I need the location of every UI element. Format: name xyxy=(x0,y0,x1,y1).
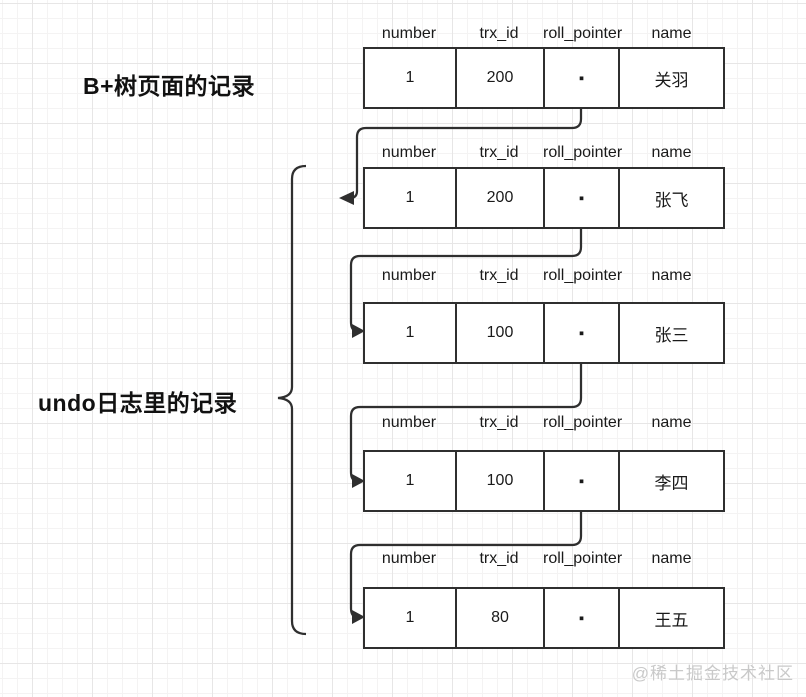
record-row-undo-4: 1 80 ▪ 王五 xyxy=(363,587,725,649)
roll-pointer-dot: ▪ xyxy=(543,452,618,510)
cell-name: 张飞 xyxy=(618,169,723,227)
header-roll-pointer: roll_pointer xyxy=(543,550,623,567)
cell-trx-id: 100 xyxy=(455,452,543,510)
column-headers: number trx_id roll_pointer name xyxy=(363,413,725,432)
header-trx-id: trx_id xyxy=(479,414,519,431)
cell-number: 1 xyxy=(405,472,415,489)
header-trx-id: trx_id xyxy=(479,550,519,567)
header-roll-pointer: roll_pointer xyxy=(543,144,623,161)
undo-group-brace xyxy=(277,164,307,636)
record-row-undo-2: 1 100 ▪ 张三 xyxy=(363,302,725,364)
header-number: number xyxy=(381,414,437,431)
record-row-undo-3: 1 100 ▪ 李四 xyxy=(363,450,725,512)
cell-trx-id: 200 xyxy=(455,169,543,227)
roll-pointer-dot: ▪ xyxy=(543,49,618,107)
column-headers: number trx_id roll_pointer name xyxy=(363,266,725,285)
header-number: number xyxy=(381,144,437,161)
header-trx-id: trx_id xyxy=(479,267,519,284)
header-name: name xyxy=(651,267,692,284)
roll-pointer-dot: ▪ xyxy=(543,304,618,362)
cell-number: 1 xyxy=(405,609,415,626)
cell-trx-id: 80 xyxy=(455,589,543,647)
label-undo-log-records: undo日志里的记录 xyxy=(38,390,238,416)
header-roll-pointer: roll_pointer xyxy=(543,267,623,284)
header-number: number xyxy=(381,550,437,567)
cell-number: 1 xyxy=(405,189,415,206)
column-headers: number trx_id roll_pointer name xyxy=(363,549,725,568)
cell-trx-id: 100 xyxy=(455,304,543,362)
header-name: name xyxy=(651,25,692,42)
cell-trx-id: 200 xyxy=(455,49,543,107)
record-row-undo-1: 1 200 ▪ 张飞 xyxy=(363,167,725,229)
column-headers: number trx_id roll_pointer name xyxy=(363,143,725,162)
header-trx-id: trx_id xyxy=(479,25,519,42)
header-number: number xyxy=(381,267,437,284)
header-trx-id: trx_id xyxy=(479,144,519,161)
roll-pointer-dot: ▪ xyxy=(543,589,618,647)
watermark: @稀土掘金技术社区 xyxy=(631,664,794,683)
header-number: number xyxy=(381,25,437,42)
cell-number: 1 xyxy=(405,69,415,86)
header-name: name xyxy=(651,144,692,161)
cell-name: 张三 xyxy=(618,304,723,362)
label-btree-page-records: B+树页面的记录 xyxy=(83,73,256,99)
header-name: name xyxy=(651,414,692,431)
header-roll-pointer: roll_pointer xyxy=(543,414,623,431)
cell-name: 李四 xyxy=(618,452,723,510)
column-headers: number trx_id roll_pointer name xyxy=(363,24,725,43)
cell-name: 王五 xyxy=(618,589,723,647)
header-roll-pointer: roll_pointer xyxy=(543,25,623,42)
arrowhead-icon xyxy=(339,191,354,205)
cell-number: 1 xyxy=(405,324,415,341)
record-row-btree: 1 200 ▪ 关羽 xyxy=(363,47,725,109)
roll-pointer-dot: ▪ xyxy=(543,169,618,227)
header-name: name xyxy=(651,550,692,567)
cell-name: 关羽 xyxy=(618,49,723,107)
